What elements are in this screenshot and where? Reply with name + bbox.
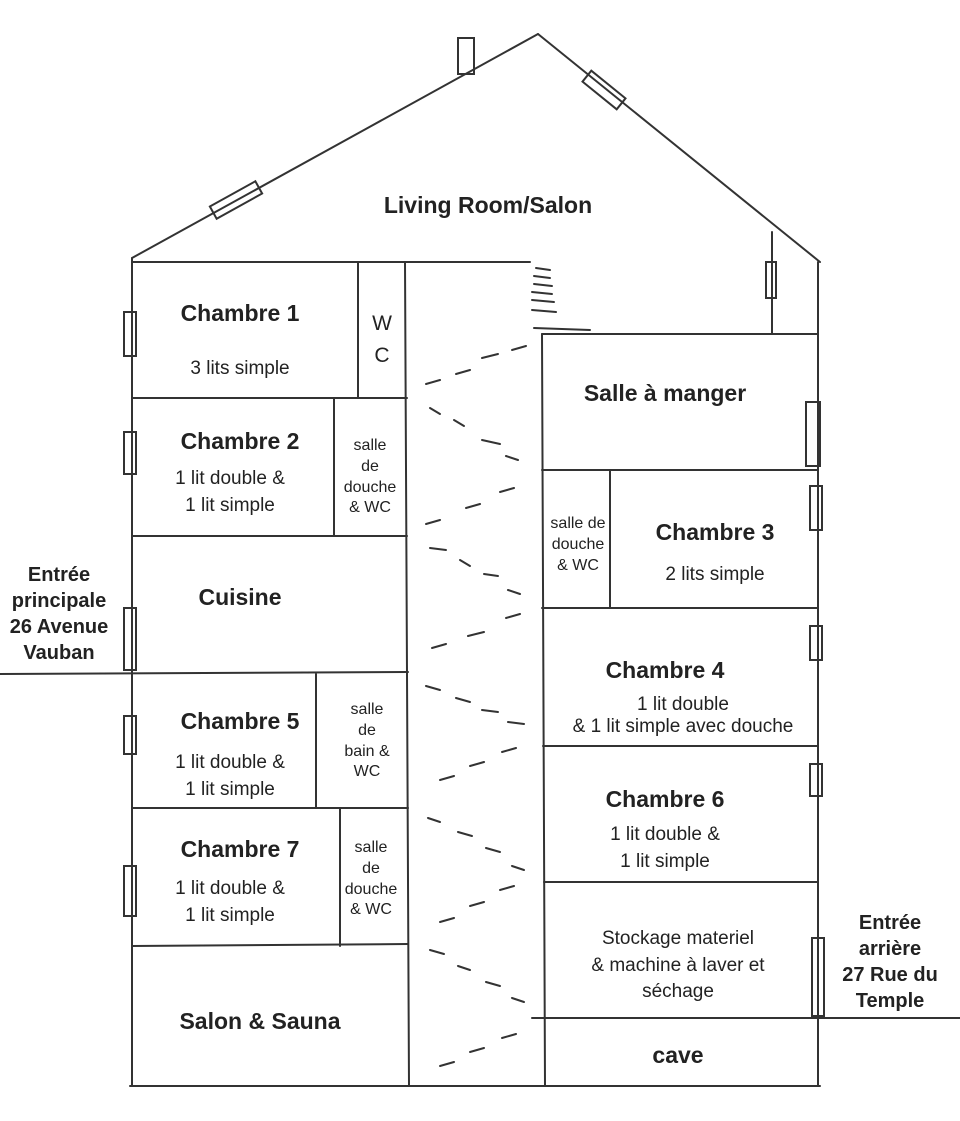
roof-window-right bbox=[581, 69, 627, 111]
entrance-text: 27 Rue du bbox=[842, 964, 938, 986]
room-name: Chambre 4 bbox=[605, 657, 725, 683]
room-cuisine: Cuisine bbox=[198, 584, 282, 610]
bathroom-chambre-5: salle de bain & WC bbox=[322, 700, 412, 783]
bath-text: salle bbox=[350, 701, 384, 718]
attic-label: Living Room/Salon bbox=[383, 192, 593, 218]
room-beds: 1 lit simple bbox=[185, 495, 275, 516]
bath-text: douche bbox=[343, 478, 397, 496]
storage-text: Stockage materiel bbox=[601, 928, 755, 949]
window-right-4 bbox=[809, 763, 823, 797]
entrance-text: Vauban bbox=[23, 642, 95, 664]
entrance-text: Entrée bbox=[858, 912, 922, 934]
room-beds: 1 lit simple bbox=[185, 905, 275, 926]
floor-line bbox=[0, 671, 409, 675]
bath-text: WC bbox=[353, 763, 381, 781]
room-beds: 2 lits simple bbox=[665, 564, 765, 585]
bath-text: douche bbox=[551, 535, 605, 553]
entrance-text: principale bbox=[11, 590, 107, 612]
room-name: Chambre 3 bbox=[655, 519, 775, 545]
roof-window-left bbox=[208, 179, 264, 221]
room-beds: 1 lit simple bbox=[620, 851, 710, 872]
room-beds: 3 lits simple bbox=[190, 358, 290, 379]
window-right-3 bbox=[809, 625, 823, 661]
bath-text: salle bbox=[354, 839, 388, 856]
main-door bbox=[123, 607, 137, 671]
bath-text: & WC bbox=[350, 901, 392, 919]
floor-line bbox=[131, 943, 409, 947]
bath-text: salle bbox=[353, 437, 387, 454]
storage-text: séchage bbox=[642, 981, 714, 1003]
entrance-text: Temple bbox=[855, 990, 925, 1012]
bathroom-chambre-7: salle de douche & WC bbox=[336, 838, 406, 921]
chimney bbox=[457, 37, 475, 75]
room-name: Chambre 1 bbox=[180, 300, 300, 326]
room-name: Chambre 5 bbox=[180, 708, 300, 734]
main-entrance-label: Entrée principale 26 Avenue Vauban bbox=[0, 562, 118, 666]
window-left-5 bbox=[123, 865, 137, 917]
room-beds: 1 lit double & bbox=[175, 752, 285, 773]
room-beds: & 1 lit simple avec douche bbox=[572, 716, 794, 737]
rear-entrance-label: Entrée arrière 27 Rue du Temple bbox=[828, 910, 952, 1014]
bath-text: de bbox=[358, 721, 376, 739]
room-name: Chambre 2 bbox=[180, 428, 300, 454]
room-salle-a-manger: Salle à manger bbox=[583, 380, 747, 406]
room-salon-sauna: Salon & Sauna bbox=[179, 1008, 341, 1034]
room-beds: 1 lit double & bbox=[175, 878, 285, 899]
room-beds: 1 lit double & bbox=[175, 468, 285, 489]
bathroom-chambre-3: salle de douche & WC bbox=[545, 514, 611, 576]
room-beds: 1 lit double & bbox=[610, 824, 720, 845]
bath-text: douche bbox=[344, 880, 398, 898]
room-beds: 1 lit double bbox=[637, 694, 729, 715]
wc-letter: W bbox=[372, 312, 392, 335]
roof-right-slope bbox=[537, 33, 821, 263]
entrance-text: arrière bbox=[858, 938, 922, 960]
right-column-wall bbox=[541, 333, 546, 1087]
bath-text: bain & bbox=[344, 742, 390, 760]
bath-text: de bbox=[362, 859, 380, 877]
staircase bbox=[425, 267, 591, 1067]
left-column-wall bbox=[404, 261, 410, 1087]
window-right-1 bbox=[805, 401, 821, 467]
room-cave: cave bbox=[652, 1042, 704, 1068]
room-name: Chambre 6 bbox=[605, 786, 725, 812]
bath-text: de bbox=[361, 457, 379, 475]
window-left-4 bbox=[123, 715, 137, 755]
window-right-2 bbox=[809, 485, 823, 531]
rear-door bbox=[811, 937, 825, 1017]
bath-text: & WC bbox=[349, 499, 391, 517]
wc-letter: C bbox=[374, 344, 390, 367]
entrance-text: Entrée bbox=[27, 564, 91, 586]
bath-text: & WC bbox=[557, 556, 599, 574]
window-attic-right bbox=[765, 261, 777, 299]
roof-left-slope bbox=[131, 33, 539, 259]
room-name: Chambre 7 bbox=[180, 836, 300, 862]
bath-text: salle de bbox=[550, 515, 606, 532]
bathroom-chambre-2: salle de douche & WC bbox=[335, 436, 405, 519]
room-beds: 1 lit simple bbox=[185, 779, 275, 800]
storage-text: & machine à laver et bbox=[591, 954, 765, 976]
window-left-1 bbox=[123, 311, 137, 357]
entrance-text: 26 Avenue bbox=[9, 616, 109, 638]
room-storage: Stockage materiel & machine à laver et s… bbox=[556, 926, 800, 1006]
window-left-2 bbox=[123, 431, 137, 475]
